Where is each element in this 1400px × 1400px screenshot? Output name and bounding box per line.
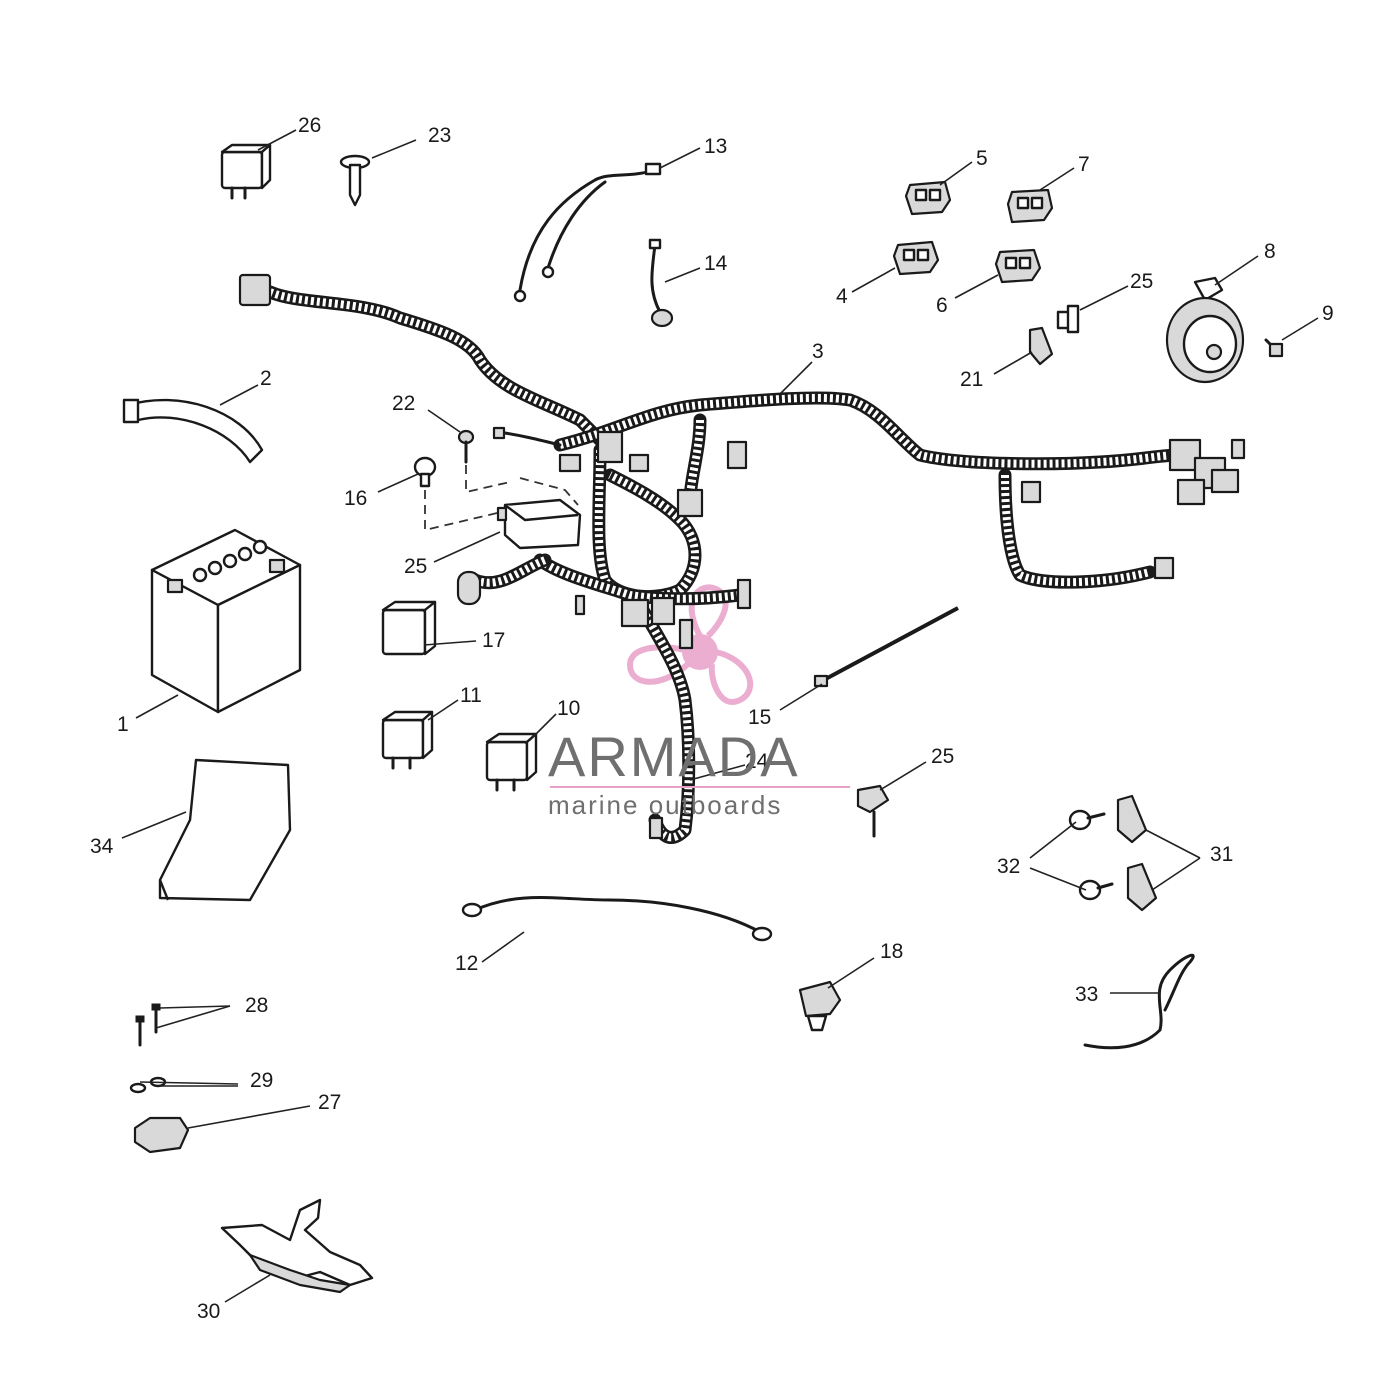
callout-23: 24 <box>745 750 769 773</box>
part-5-fuse <box>904 180 952 216</box>
callout-5: 5 <box>976 147 988 170</box>
callout-34: 34 <box>90 835 114 858</box>
callout-2: 2 <box>260 367 272 390</box>
part-31-clip-lower <box>1126 862 1158 912</box>
callout-15: 15 <box>748 706 771 729</box>
part-24-control-unit <box>496 498 582 550</box>
callout-17: 17 <box>482 629 505 652</box>
callout-32: 32 <box>997 855 1020 878</box>
part-33-wire-clip <box>1083 953 1195 1050</box>
part-9-bolt <box>1264 338 1284 358</box>
callout-22: 23 <box>428 124 451 147</box>
callout-31: 31 <box>1210 843 1233 866</box>
part-20-clip <box>1028 326 1054 366</box>
callout-12: 12 <box>455 952 478 975</box>
callout-8: 8 <box>1264 240 1276 263</box>
callout-25-upper: 25 <box>1130 270 1153 293</box>
part-25-bolt-upper <box>1056 304 1080 334</box>
part-27-terminal-cover <box>133 1116 190 1154</box>
callout-27: 27 <box>318 1091 341 1114</box>
callout-6: 6 <box>936 294 948 317</box>
armada-watermark: ARMADA marine outboards <box>548 725 850 820</box>
part-29-washers <box>129 1076 167 1094</box>
part-6-fuse <box>994 248 1042 284</box>
part-18-switch <box>798 980 842 1032</box>
watermark-brand: ARMADA <box>548 725 800 788</box>
callout-25-lower: 25 <box>931 745 954 768</box>
callout-18: 18 <box>880 940 903 963</box>
callout-13: 13 <box>704 135 727 158</box>
callout-24: 25 <box>404 555 427 578</box>
leader-lines <box>121 129 1319 1303</box>
part-21-screw <box>457 429 475 464</box>
callout-labels: 26 23 13 14 5 7 4 6 8 25 9 21 3 2 22 16 … <box>90 114 1334 1323</box>
part-7-fuse <box>1006 188 1054 224</box>
part-34-battery-cover <box>158 758 292 902</box>
part-30-bracket-assembly <box>220 1198 374 1294</box>
part-31-clip-upper <box>1116 794 1148 844</box>
callout-9: 9 <box>1322 302 1334 325</box>
callout-28: 28 <box>245 994 268 1017</box>
part-10-relay <box>485 732 538 792</box>
callout-14: 14 <box>704 252 728 275</box>
part-13-ground-wire <box>513 162 662 303</box>
callout-30: 30 <box>197 1300 220 1323</box>
part-3-main-harness <box>238 273 1246 844</box>
callout-1: 1 <box>117 713 129 736</box>
part-32-screw-upper <box>1068 809 1106 831</box>
callout-11: 11 <box>460 684 482 707</box>
part-25-bolt-lower <box>856 784 890 838</box>
callout-16: 16 <box>344 487 367 510</box>
part-12-battery-cable <box>461 896 773 942</box>
part-4-fuse <box>892 240 940 276</box>
watermark-tagline: marine outboards <box>548 790 782 820</box>
callout-21: 22 <box>392 392 415 415</box>
part-22-push-rivet <box>339 154 371 207</box>
callout-26: 26 <box>298 114 321 137</box>
part-2-bracket <box>122 398 264 464</box>
callout-4: 4 <box>836 285 848 308</box>
part-15-cable-tie <box>813 606 959 688</box>
part-1-battery <box>150 528 302 714</box>
callout-20: 21 <box>960 368 983 391</box>
callout-33: 33 <box>1075 983 1098 1006</box>
callout-7: 7 <box>1078 153 1090 176</box>
part-17-relay <box>381 600 437 656</box>
part-16-rivet <box>413 456 437 488</box>
callout-3: 3 <box>812 340 824 363</box>
part-28-bolts <box>135 1003 161 1047</box>
callout-29: 29 <box>250 1069 273 1092</box>
part-32-screw-lower <box>1078 879 1114 901</box>
part-26-relay <box>220 143 272 200</box>
part-11-relay <box>381 710 434 770</box>
part-14-bulb-holder <box>648 238 674 328</box>
part-8-horn <box>1165 276 1245 384</box>
callout-10: 10 <box>557 697 580 720</box>
